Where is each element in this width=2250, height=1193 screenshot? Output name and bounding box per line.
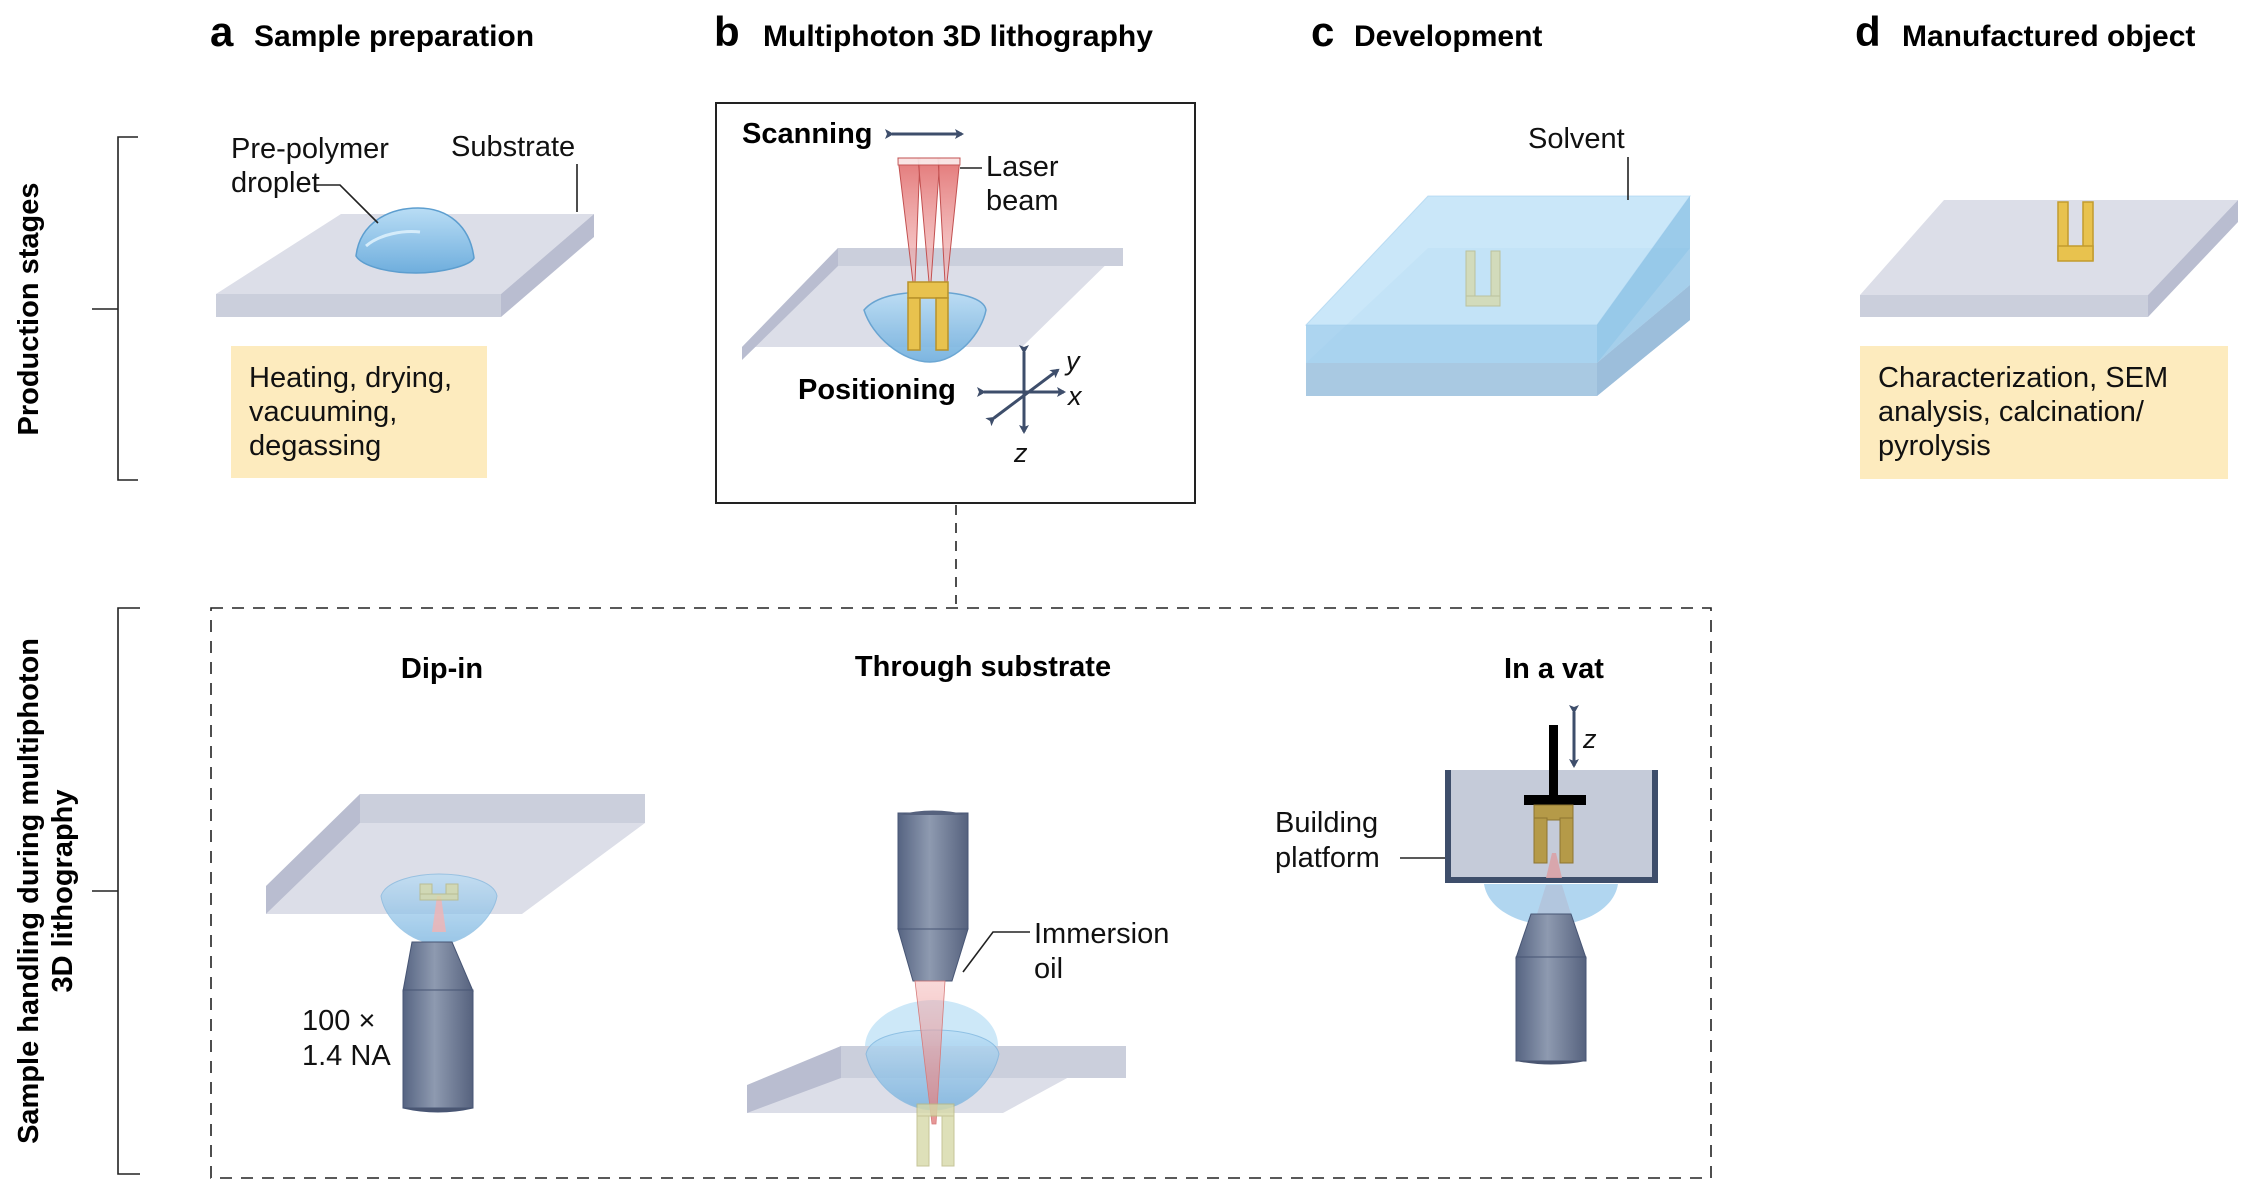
vat-wall (1445, 770, 1658, 883)
objective-lens (897, 810, 969, 982)
substrate (1860, 200, 2238, 317)
panel-c-letter: c (1311, 8, 1334, 55)
panel-b: b Multiphoton 3D lithography Scanning La… (714, 8, 1196, 604)
sample-prep-note-line1: Heating, drying, (249, 362, 452, 394)
droplet-leader-line (316, 184, 379, 224)
panel-d: d Manufactured object Characterization, … (1855, 8, 2238, 479)
droplet-label-line1: Pre-polymer (231, 133, 389, 165)
manufactured-note-line1: Characterization, SEM (1878, 362, 2168, 394)
platform-label-line2: platform (1275, 842, 1380, 874)
sample-handling-bracket (92, 607, 140, 1175)
sample-handling-label-line2: 3D lithography (47, 789, 79, 992)
panel-c: c Development Solvent (1304, 8, 1691, 396)
developed-structure (1465, 250, 1501, 307)
production-stages-bracket (92, 136, 138, 481)
mode-through-substrate: Through substrate Immersion oil (747, 651, 1169, 1167)
substrate-label: Substrate (451, 131, 575, 163)
panel-a-title: Sample preparation (254, 20, 534, 53)
mode-dip-in: Dip-in 100 × 1.4 NA (266, 653, 645, 1113)
axis-z-label: z (1013, 438, 1028, 468)
scanning-label: Scanning (742, 118, 873, 150)
droplet-label-line2: droplet (231, 167, 320, 199)
dip-in-title: Dip-in (401, 653, 483, 685)
manufactured-note-line3: pyrolysis (1878, 430, 1991, 462)
production-stages-label: Production stages (13, 183, 45, 436)
panel-d-letter: d (1855, 8, 1881, 55)
vat-axis-z-label: z (1582, 724, 1597, 754)
laser-label-line2: beam (986, 185, 1059, 217)
sample-prep-note-box (231, 346, 487, 478)
through-substrate-title: Through substrate (855, 651, 1111, 683)
solvent-label: Solvent (1528, 123, 1625, 155)
positioning-label: Positioning (798, 374, 956, 406)
laser-beam (1546, 853, 1562, 878)
panel-a-letter: a (210, 8, 234, 55)
sample-handling-label-line1: Sample handling during multiphoton (13, 638, 45, 1144)
laser-beam (914, 980, 946, 1125)
printed-structure (419, 883, 459, 901)
sample-prep-note-line2: vacuuming, (249, 396, 397, 428)
substrate (266, 794, 645, 914)
axis-y-label: y (1064, 346, 1081, 376)
platform-rod (1549, 725, 1558, 797)
laser-beam (432, 896, 446, 932)
objective-lens (1515, 913, 1587, 1065)
laser-beams (897, 157, 961, 283)
objective-spec-line2: 1.4 NA (302, 1040, 391, 1072)
building-platform (1524, 795, 1586, 805)
objective-lens (402, 941, 474, 1113)
immersion-oil-label-line1: Immersion (1034, 918, 1169, 950)
objective-spec-line1: 100 × (302, 1005, 375, 1037)
panel-c-title: Development (1354, 20, 1542, 53)
laser-label-line1: Laser (986, 151, 1059, 183)
xyz-axes-icon (977, 345, 1066, 434)
immersion-oil-leader-line (962, 931, 1030, 973)
pre-polymer-droplet (355, 207, 475, 274)
manufactured-structure (2057, 201, 2094, 262)
panel-a: a Sample preparation Pre-polymer droplet… (210, 8, 594, 478)
panel-d-title: Manufactured object (1902, 20, 2195, 53)
in-a-vat-title: In a vat (1504, 653, 1604, 685)
immersion-oil-label-line2: oil (1034, 953, 1063, 985)
axis-x-label: x (1066, 381, 1083, 411)
panel-b-title: Multiphoton 3D lithography (763, 20, 1153, 53)
printed-structure (907, 281, 949, 351)
printed-structure (1533, 804, 1574, 864)
printed-structure (916, 1103, 955, 1167)
sample-prep-note-line3: degassing (249, 430, 381, 462)
handling-modes-frame (210, 607, 1712, 1179)
manufactured-note-line2: analysis, calcination/ (1878, 396, 2145, 428)
manufactured-note-box (1860, 346, 2228, 479)
panel-b-letter: b (714, 8, 740, 55)
platform-label-line1: Building (1275, 807, 1378, 839)
mode-in-a-vat: In a vat z Building platform (1275, 653, 1658, 1065)
